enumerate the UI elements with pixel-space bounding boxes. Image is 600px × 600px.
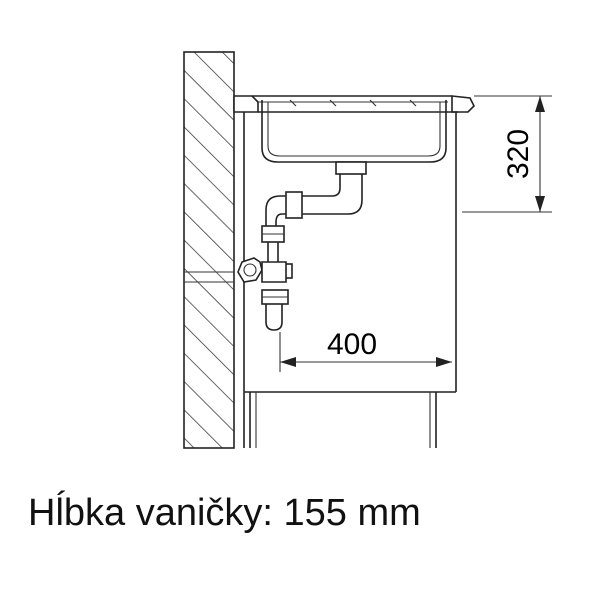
dimension-height-label: 320 [502,129,535,179]
siphon [237,161,367,331]
dimension-width: 400 [279,328,452,372]
worktop [233,95,475,113]
cabinet [243,112,457,448]
dimension-height: 320 [462,95,552,213]
dimension-width-label: 400 [327,328,377,361]
basin-depth-caption: Hĺbka vaničky: 155 mm [28,492,421,534]
sink-bowl [261,99,447,163]
wall [183,51,235,449]
